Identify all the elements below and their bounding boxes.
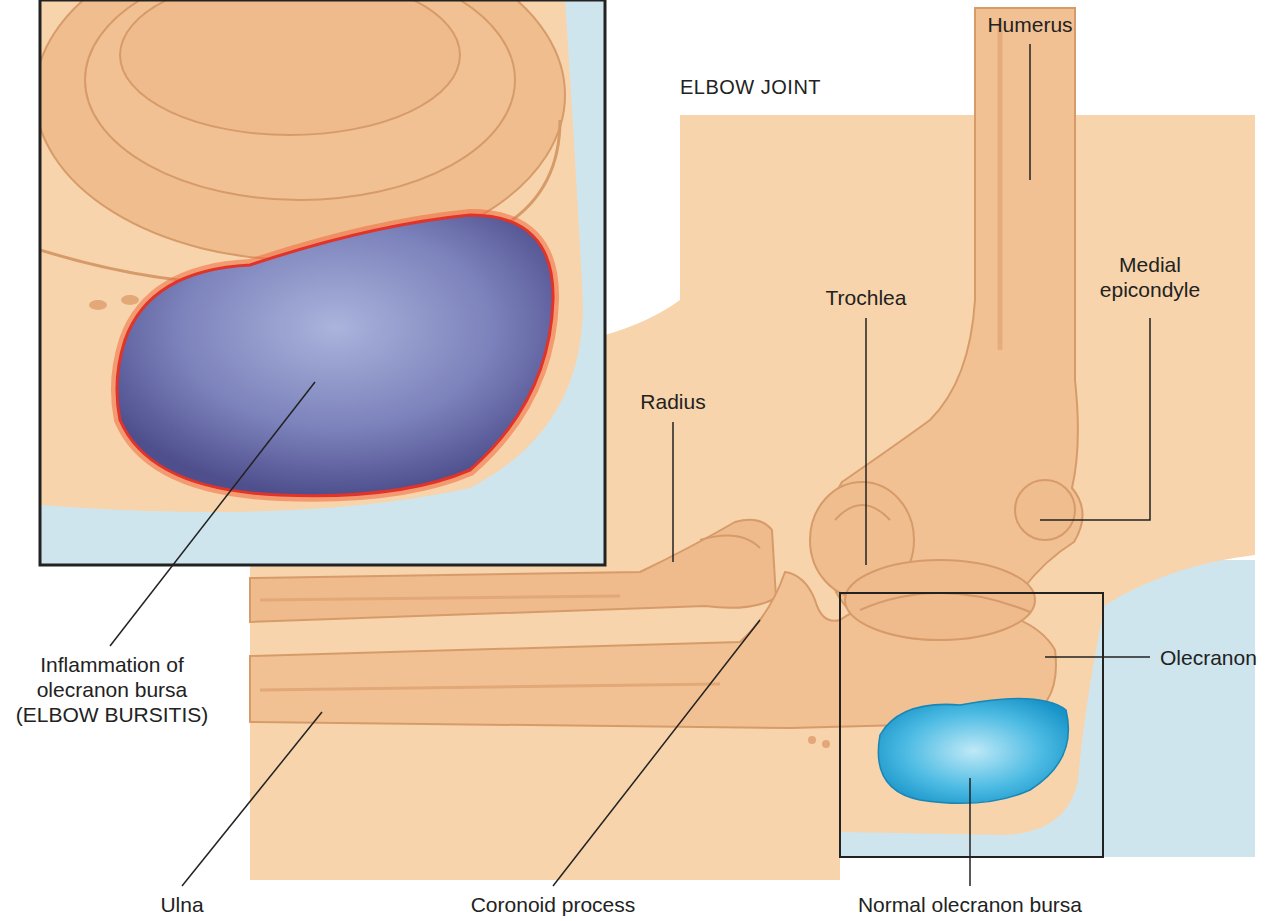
zoom-box	[840, 593, 1103, 857]
condition-label: Inflammation of olecranon bursa (ELBOW B…	[10, 652, 215, 728]
medial-epicondyle	[1015, 480, 1075, 540]
bursa-label: Normal olecranon bursa	[858, 892, 1082, 917]
bone-label: Humerus	[987, 12, 1072, 37]
leader-lines	[110, 44, 1150, 886]
inset-view	[40, 0, 605, 565]
bone-label: Trochlea	[826, 285, 907, 310]
bone-label: Olecranon	[1160, 645, 1257, 670]
bone-label: Coronoid process	[471, 892, 636, 917]
normal-bursa	[878, 699, 1068, 804]
bone-label: Ulna	[160, 892, 203, 917]
inflamed-bursa	[117, 215, 553, 496]
bone-label: Medial epicondyle	[1090, 252, 1210, 302]
inset-border	[40, 0, 605, 565]
diagram-title: ELBOW JOINT	[680, 76, 821, 99]
bone-label: Radius	[640, 389, 705, 414]
